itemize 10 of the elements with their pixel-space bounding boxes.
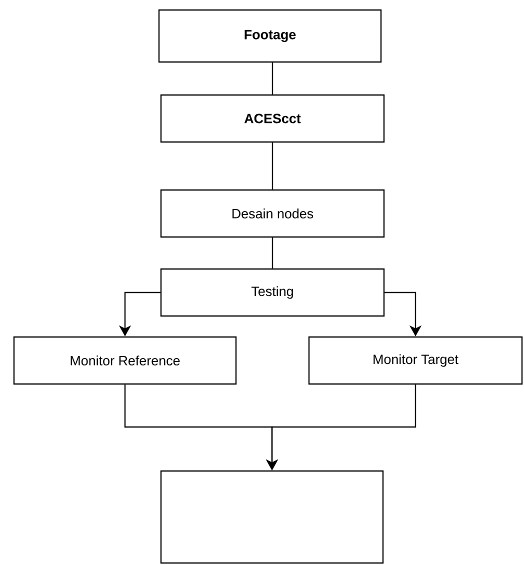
connector: [272, 62, 274, 94]
process-box: Monitor Target: [308, 336, 523, 385]
empty-box: [160, 470, 384, 564]
process-box: Footage: [158, 9, 382, 63]
connector: [272, 142, 274, 190]
process-box: Desain nodes: [160, 189, 385, 238]
process-box: ACEScct: [160, 94, 385, 143]
process-box: Monitor Reference: [13, 336, 237, 385]
process-box: Testing: [160, 268, 385, 317]
connector: [272, 238, 274, 268]
